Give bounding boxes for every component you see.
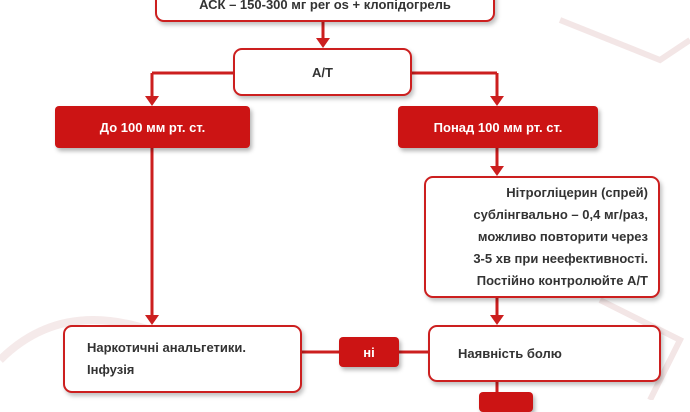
nitroglycerin-line: можливо повторити через <box>477 229 648 244</box>
blood-pressure-box: А/Т <box>233 48 412 96</box>
nitroglycerin-line: Нітрогліцерин (спрей) <box>506 185 648 200</box>
low-bp-box: До 100 мм рт. ст. <box>55 106 250 148</box>
next-step-box-partial <box>479 392 533 412</box>
opioid-analgesics-line: Наркотичні анальгетики. <box>87 340 246 355</box>
pain-presence-text: Наявність болю <box>458 346 562 361</box>
aspirin-clopidogrel-text: АСК – 150-300 мг per os + клопідогрель <box>199 0 451 12</box>
nitroglycerin-line: Постійно контролюйте А/Т <box>476 273 648 288</box>
no-label-text: ні <box>363 344 375 360</box>
blood-pressure-text: А/Т <box>312 64 333 80</box>
opioid-analgesics-box: Наркотичні анальгетики. Інфузія <box>63 325 302 393</box>
pain-presence-box: Наявність болю <box>428 325 661 382</box>
nitroglycerin-line: сублінгвально – 0,4 мг/раз, <box>473 207 648 222</box>
nitroglycerin-box: Нітрогліцерин (спрей) сублінгвально – 0,… <box>424 176 660 298</box>
high-bp-box: Понад 100 мм рт. ст. <box>398 106 598 148</box>
no-label: ні <box>339 337 399 367</box>
high-bp-text: Понад 100 мм рт. ст. <box>433 119 563 135</box>
aspirin-clopidogrel-box: АСК – 150-300 мг per os + клопідогрель <box>155 0 495 22</box>
low-bp-text: До 100 мм рт. ст. <box>99 119 206 135</box>
nitroglycerin-line: 3-5 хв при неефективності. <box>473 251 648 266</box>
opioid-analgesics-line: Інфузія <box>87 362 135 377</box>
